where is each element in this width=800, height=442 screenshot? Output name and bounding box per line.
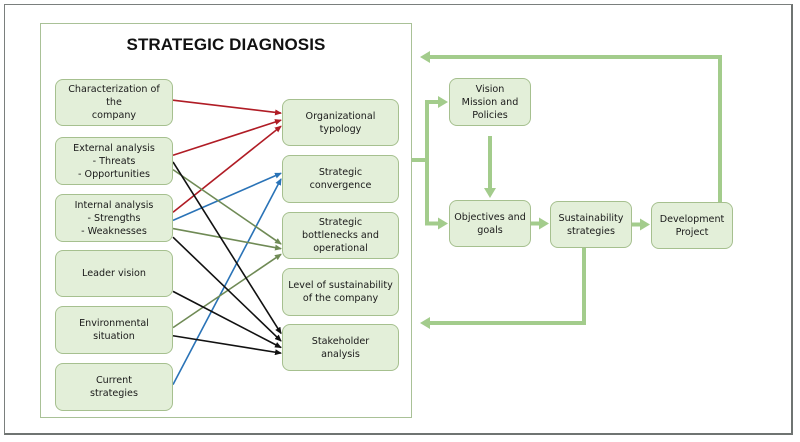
flow-to-vision-head	[438, 96, 448, 108]
node-current-strategies: Current strategies	[55, 363, 173, 411]
node-sustainability-strategies: Sustainability strategies	[550, 201, 632, 248]
diagram-title: STRATEGIC DIAGNOSIS	[126, 35, 326, 54]
arrow-leader-to-stakeholder	[172, 290, 282, 349]
flow-strategies-to-project-head	[640, 218, 650, 231]
arrow-environmental-to-bottlenecks	[172, 253, 282, 329]
arrow-internal-to-convergence	[172, 172, 282, 222]
arrow-environmental-to-stakeholder	[172, 334, 282, 356]
node-environmental-situation: Environmental situation	[55, 306, 173, 354]
arrow-characterization-to-typology	[172, 99, 282, 116]
arrow-external-to-typology	[172, 119, 282, 157]
node-strategic-bottlenecks: Strategic bottlenecks and operational	[282, 212, 399, 259]
node-characterization: Characterization of the company	[55, 79, 173, 126]
node-leader-vision: Leader vision	[55, 250, 173, 297]
arrow-current-to-convergence	[172, 178, 282, 385]
flow-to-objectives	[425, 160, 439, 226]
flow-objectives-to-strategies-head	[539, 217, 549, 230]
node-vision-mission-policies: Vision Mission and Policies	[449, 78, 531, 126]
flow-project-feedback	[429, 55, 722, 202]
arrow-external-to-stakeholder	[172, 161, 282, 335]
node-internal-analysis: Internal analysis - Strengths - Weakness…	[55, 194, 173, 242]
node-strategic-convergence: Strategic convergence	[282, 155, 399, 203]
flow-strategies-feedback	[429, 248, 586, 325]
arrow-internal-to-stakeholder	[172, 236, 282, 342]
node-external-analysis: External analysis - Threats - Opportunit…	[55, 137, 173, 185]
flow-to-objectives-head	[438, 217, 448, 230]
arrow-internal-to-bottlenecks	[172, 227, 282, 251]
flow-to-vision	[425, 100, 439, 160]
node-organizational-typology: Organizational typology	[282, 99, 399, 146]
node-stakeholder-analysis: Stakeholder analysis	[282, 324, 399, 371]
strategic-diagnosis-panel	[40, 23, 412, 418]
node-objectives-goals: Objectives and goals	[449, 200, 531, 247]
node-development-project: Development Project	[651, 202, 733, 249]
flow-strategies-feedback-head	[420, 317, 430, 329]
flow-project-feedback-head	[420, 51, 430, 63]
node-sustainability-level: Level of sustainability of the company	[282, 268, 399, 316]
arrow-internal-to-typology	[172, 125, 282, 213]
arrow-external-to-bottlenecks	[172, 168, 282, 245]
flow-vision-to-objectives-head	[484, 188, 496, 198]
